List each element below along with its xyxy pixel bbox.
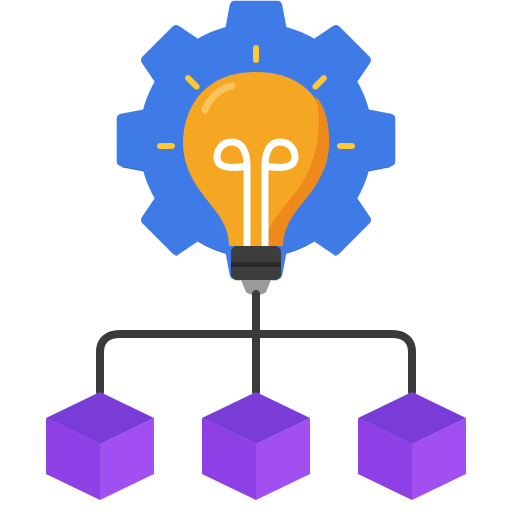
lightbulb-icon xyxy=(183,72,329,295)
bulb-filament xyxy=(213,138,299,250)
light-ray xyxy=(185,75,200,90)
bulb-socket-band xyxy=(231,262,281,267)
cube-right-face xyxy=(100,418,154,500)
cube-left-face xyxy=(46,418,100,500)
cube xyxy=(202,392,310,500)
bulb-socket-tip xyxy=(241,280,271,295)
bulb-shade xyxy=(262,96,329,246)
cube xyxy=(46,392,154,500)
cube xyxy=(358,392,466,500)
cube-right-face xyxy=(256,418,310,500)
light-ray xyxy=(312,75,327,90)
cube-left-face xyxy=(202,418,256,500)
bulb-highlight xyxy=(201,82,236,114)
cube-group xyxy=(46,392,466,500)
light-rays xyxy=(157,45,355,149)
cube-left-face xyxy=(358,418,412,500)
connector-wires xyxy=(96,290,416,396)
cube-right-face xyxy=(412,418,466,500)
wire-branch xyxy=(96,330,416,396)
